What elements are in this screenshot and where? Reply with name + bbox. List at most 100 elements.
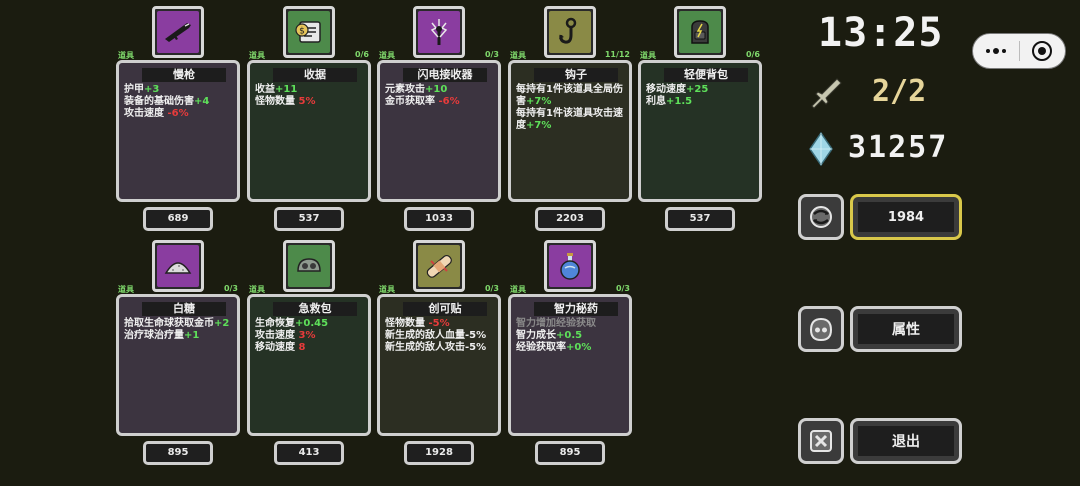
attributes-icon-button[interactable]: [798, 306, 844, 352]
exit-icon-button[interactable]: [798, 418, 844, 464]
stat-segment: 移动速度: [646, 84, 686, 95]
exit-button[interactable]: 退出: [850, 418, 962, 464]
item-icon-frame: $: [283, 6, 335, 58]
stat-segment: +7%: [526, 96, 552, 107]
stat-line: 攻击速度 3%: [255, 330, 363, 342]
item-tag: 道具: [249, 285, 265, 294]
item-tag: 道具: [118, 51, 134, 60]
sword-icon: [811, 78, 842, 109]
item-count: 0/3: [223, 284, 238, 293]
stat-line: 移动速度+25: [646, 84, 754, 96]
close-mini-program-icon[interactable]: [1019, 41, 1065, 61]
potion-icon: [549, 245, 591, 287]
svg-text:$: $: [299, 27, 305, 37]
item-count: 0/6: [745, 50, 760, 59]
price-button[interactable]: 1928: [404, 441, 474, 465]
stat-line: 装备的基础伤害+4: [124, 96, 232, 108]
item-icon-frame: [413, 6, 465, 58]
item-icon-frame: [152, 6, 204, 58]
price-button[interactable]: 1033: [404, 207, 474, 231]
stat-segment: +0.5: [556, 330, 583, 341]
stat-line: 金币获取率 -6%: [385, 96, 493, 108]
item-tag: 道具: [510, 285, 526, 294]
item-tag: 道具: [118, 285, 134, 294]
item-panel: 创可贴怪物数量 -5%新生成的敌人血量-5%新生成的敌人攻击-5%: [377, 294, 501, 436]
stat-segment: 每持有1件该道具全局伤害: [516, 84, 623, 107]
stat-segment: +1: [184, 330, 200, 341]
more-menu-icon[interactable]: [973, 48, 1019, 54]
stat-segment: -6%: [438, 96, 460, 107]
stat-segment: 智力增加经验获取: [516, 318, 596, 329]
stat-line: 元素攻击+10: [385, 84, 493, 96]
stat-line: 每持有1件该道具攻击速度+7%: [516, 108, 624, 132]
mini-program-capsule: [972, 33, 1066, 69]
item-count: 11/12: [604, 50, 630, 59]
stat-line: 生命恢复+0.45: [255, 318, 363, 330]
stat-line: 新生成的敌人血量-5%: [385, 330, 493, 342]
stat-line: 经验获取率+0%: [516, 342, 624, 354]
stat-segment: 治疗球治疗量: [124, 330, 184, 341]
item-name: 智力秘药: [534, 302, 618, 316]
price-button[interactable]: 537: [665, 207, 735, 231]
item-tag: 道具: [379, 285, 395, 294]
receipt-icon: $: [288, 11, 330, 53]
stat-segment: 攻击速度: [255, 330, 299, 341]
band-aid-icon: [418, 245, 460, 287]
stat-line: 利息+1.5: [646, 96, 754, 108]
stat-segment: +3: [144, 84, 160, 95]
item-name: 收据: [273, 68, 357, 82]
reroll-cost-button[interactable]: 1984: [850, 194, 962, 240]
stat-line: 移动速度 8: [255, 342, 363, 354]
item-tag: 道具: [640, 51, 656, 60]
price-button[interactable]: 2203: [535, 207, 605, 231]
stat-segment: 攻击速度: [124, 108, 168, 119]
price-button[interactable]: 895: [143, 441, 213, 465]
exit-label: 退出: [858, 426, 954, 456]
stat-line: 怪物数量 -5%: [385, 318, 493, 330]
stat-segment: +7%: [526, 120, 552, 131]
item-count: 0/3: [484, 50, 499, 59]
stat-segment: 怪物数量: [255, 96, 299, 107]
stat-segment: 护甲: [124, 84, 144, 95]
stat-line: 攻击速度 -6%: [124, 108, 232, 120]
stat-line: 每持有1件该道具全局伤害+7%: [516, 84, 624, 108]
stat-segment: -6%: [167, 108, 189, 119]
backpack-icon: [679, 11, 721, 53]
stat-segment: 利息: [646, 96, 666, 107]
first-aid-kit-icon: [288, 245, 330, 287]
stat-segment: +2: [214, 318, 230, 329]
attributes-button[interactable]: 属性: [850, 306, 962, 352]
stat-line: 收益+11: [255, 84, 363, 96]
stat-segment: +11: [275, 84, 298, 95]
stat-segment: 元素攻击: [385, 84, 425, 95]
hook-icon: [549, 11, 591, 53]
price-button[interactable]: 413: [274, 441, 344, 465]
stat-line: 智力成长+0.5: [516, 330, 624, 342]
reroll-icon: [810, 206, 832, 228]
item-name: 轻便背包: [664, 68, 748, 82]
reroll-button[interactable]: [798, 194, 844, 240]
lightning-receiver-icon: [418, 11, 460, 53]
item-icon-frame: [674, 6, 726, 58]
stat-line: 治疗球治疗量+1: [124, 330, 232, 342]
item-icon-frame: [283, 240, 335, 292]
stat-segment: +1.5: [666, 96, 693, 107]
item-count: 0/6: [354, 50, 369, 59]
wave-counter: 2/2: [872, 74, 927, 109]
price-button[interactable]: 689: [143, 207, 213, 231]
item-tag: 道具: [379, 51, 395, 60]
item-icon-frame: [544, 240, 596, 292]
item-name: 创可贴: [403, 302, 487, 316]
round-timer: 13:25: [818, 10, 944, 56]
stat-line: 新生成的敌人攻击-5%: [385, 342, 493, 354]
stat-segment: 装备的基础伤害: [124, 96, 194, 107]
price-button[interactable]: 895: [535, 441, 605, 465]
price-button[interactable]: 537: [274, 207, 344, 231]
capsule-divider: [1018, 41, 1020, 61]
stat-segment: +0%: [566, 342, 592, 353]
item-name: 闪电接收器: [403, 68, 487, 82]
